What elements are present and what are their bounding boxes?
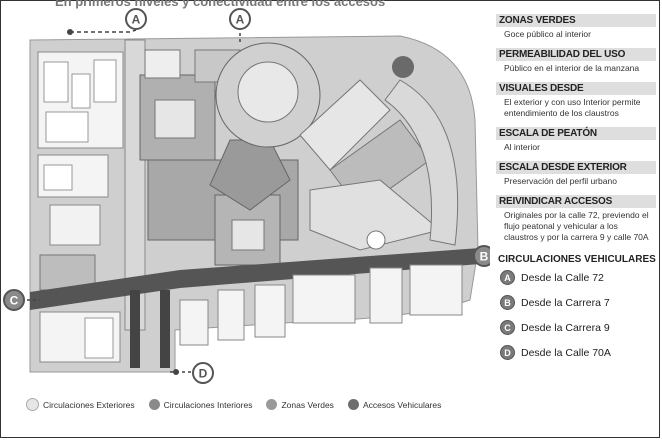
section-title: VISUALES DESDE	[496, 82, 656, 95]
marker-c: C	[3, 289, 25, 311]
cloister-patio	[154, 99, 196, 139]
legend-swatch	[26, 398, 39, 411]
section-body: Al interior	[504, 142, 540, 152]
legend-item-accesos: Accesos Vehiculares	[347, 399, 442, 410]
building-block	[84, 317, 114, 359]
section-permeabilidad: PERMEABILIDAD DEL USO Público en el inte…	[496, 48, 656, 79]
legend-item-interiores: Circulaciones Interiores	[148, 399, 253, 410]
south-road	[160, 290, 170, 368]
legend: Circulaciones Exteriores Circulaciones I…	[26, 398, 455, 411]
section-reivindicar: REIVINDICAR ACCESOS Originales por la ca…	[496, 195, 656, 248]
cloister-patio	[231, 219, 265, 251]
building-block	[292, 274, 356, 324]
legend-label: Circulaciones Interiores	[163, 399, 253, 410]
access-label: Desde la Calle 72	[521, 271, 604, 284]
section-escala-peaton: ESCALA DE PEATÓN Al interior	[496, 127, 656, 158]
green-zone	[392, 56, 414, 78]
info-panel: ZONAS VERDES Goce público al interior PE…	[496, 14, 656, 365]
marker-b: B	[473, 245, 490, 267]
marker-label: B	[480, 250, 489, 264]
section-body: Originales por la calle 72, previendo el…	[504, 210, 649, 242]
section-title: ESCALA DESDE EXTERIOR	[496, 161, 656, 174]
legend-label: Circulaciones Exteriores	[43, 399, 135, 410]
access-letter: D	[500, 345, 515, 360]
building-block	[93, 59, 117, 103]
angled-building	[309, 179, 442, 251]
section-body: Goce público al interior	[504, 29, 591, 39]
building-block	[144, 49, 181, 79]
access-item-c: C Desde la Carrera 9	[500, 315, 656, 340]
building-block	[254, 284, 286, 338]
access-label: Desde la Carrera 7	[521, 296, 610, 309]
section-title: ZONAS VERDES	[496, 14, 656, 27]
section-body: Preservación del perfil urbano	[504, 176, 617, 186]
marker-label: A	[236, 13, 245, 27]
south-avenue	[30, 248, 480, 310]
legend-label: Accesos Vehiculares	[362, 399, 442, 410]
round-element	[366, 230, 386, 250]
round-building-inner	[237, 61, 299, 123]
access-item-a: A Desde la Calle 72	[500, 265, 656, 290]
building-block	[409, 264, 463, 316]
access-letter: C	[500, 320, 515, 335]
building-block	[179, 299, 209, 346]
section-body: El exterior y con uso Interior permite e…	[504, 97, 641, 118]
site-plan: A A B C D	[3, 8, 490, 384]
building-block	[45, 111, 89, 143]
legend-item-zonas-verdes: Zonas Verdes	[266, 399, 334, 410]
access-item-b: B Desde la Carrera 7	[500, 290, 656, 315]
legend-swatch	[347, 399, 359, 410]
section-zonas-verdes: ZONAS VERDES Goce público al interior	[496, 14, 656, 45]
access-letter: B	[500, 295, 515, 310]
section-title: ESCALA DE PEATÓN	[496, 127, 656, 140]
section-visuales: VISUALES DESDE El exterior y con uso Int…	[496, 82, 656, 124]
legend-swatch	[148, 399, 160, 410]
angled-building	[299, 79, 391, 171]
marker-label: A	[132, 13, 141, 27]
building-block	[49, 204, 101, 246]
marker-a-1: A	[125, 8, 147, 30]
building-block	[43, 164, 73, 191]
figure-header: En primeros niveles y conectividad entre…	[55, 0, 386, 9]
marker-d: D	[192, 362, 214, 384]
section-body: Público en el interior de la manzana	[504, 63, 640, 73]
building-block	[43, 61, 69, 103]
legend-item-exteriores: Circulaciones Exteriores	[26, 398, 135, 411]
access-path-a	[70, 29, 137, 33]
access-item-d: D Desde la Calle 70A	[500, 340, 656, 365]
legend-label: Zonas Verdes	[281, 399, 334, 410]
marker-a-2: A	[229, 8, 251, 30]
section-title: PERMEABILIDAD DEL USO	[496, 48, 656, 61]
access-letter: A	[500, 270, 515, 285]
curved-wing	[384, 79, 459, 246]
marker-label: C	[10, 294, 19, 308]
vehicular-title: CIRCULACIONES VEHICULARES	[498, 254, 656, 265]
building-block	[369, 267, 403, 324]
marker-label: D	[199, 367, 208, 381]
access-label: Desde la Carrera 9	[521, 321, 610, 334]
building-block	[71, 73, 91, 109]
legend-swatch	[266, 399, 278, 410]
south-road	[130, 290, 140, 368]
access-label: Desde la Calle 70A	[521, 346, 611, 359]
section-escala-exterior: ESCALA DESDE EXTERIOR Preservación del p…	[496, 161, 656, 192]
section-title: REIVINDICAR ACCESOS	[496, 195, 656, 208]
building-block	[217, 289, 245, 341]
